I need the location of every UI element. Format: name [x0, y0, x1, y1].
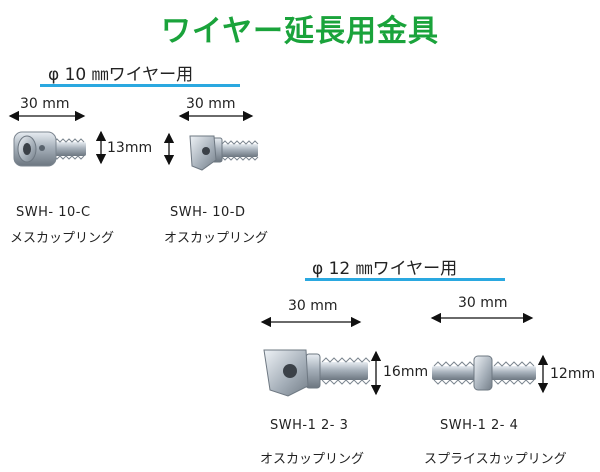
height-label-swh-12-4: 12mm	[550, 366, 596, 382]
product-image-swh-10-d	[189, 135, 259, 171]
product-image-swh-10-c	[13, 131, 86, 167]
product-image-swh-12-4	[432, 355, 536, 391]
product-name-swh-12-3: オスカップリング	[260, 452, 365, 467]
height-label-swh-10-c: 13mm	[107, 140, 153, 156]
height-label-swh-12-3: 16mm	[383, 364, 429, 380]
model-swh-12-3: SWH-1 2- 3	[270, 418, 349, 433]
section-rule-12mm	[305, 278, 505, 281]
section-heading-12mm: φ 12 ㎜ワイヤー用	[312, 259, 458, 279]
model-swh-10-c: SWH- 10-C	[16, 205, 91, 220]
width-label-swh-10-c: 30 mm	[20, 96, 70, 112]
section-heading-10mm: φ 10 ㎜ワイヤー用	[48, 65, 194, 85]
model-swh-10-d: SWH- 10-D	[170, 205, 246, 220]
product-image-swh-12-3	[263, 349, 371, 397]
width-label-swh-12-4: 30 mm	[458, 295, 508, 311]
width-label-swh-12-3: 30 mm	[288, 298, 338, 314]
product-name-swh-10-d: オスカップリング	[164, 231, 269, 246]
product-name-swh-10-c: メスカップリング	[10, 231, 115, 246]
page-title: ワイヤー延長用金具	[160, 14, 440, 49]
product-name-swh-12-4: スプライスカップリング	[424, 452, 567, 467]
width-label-swh-10-d: 30 mm	[186, 96, 236, 112]
model-swh-12-4: SWH-1 2- 4	[440, 418, 519, 433]
section-rule-10mm	[40, 84, 240, 87]
